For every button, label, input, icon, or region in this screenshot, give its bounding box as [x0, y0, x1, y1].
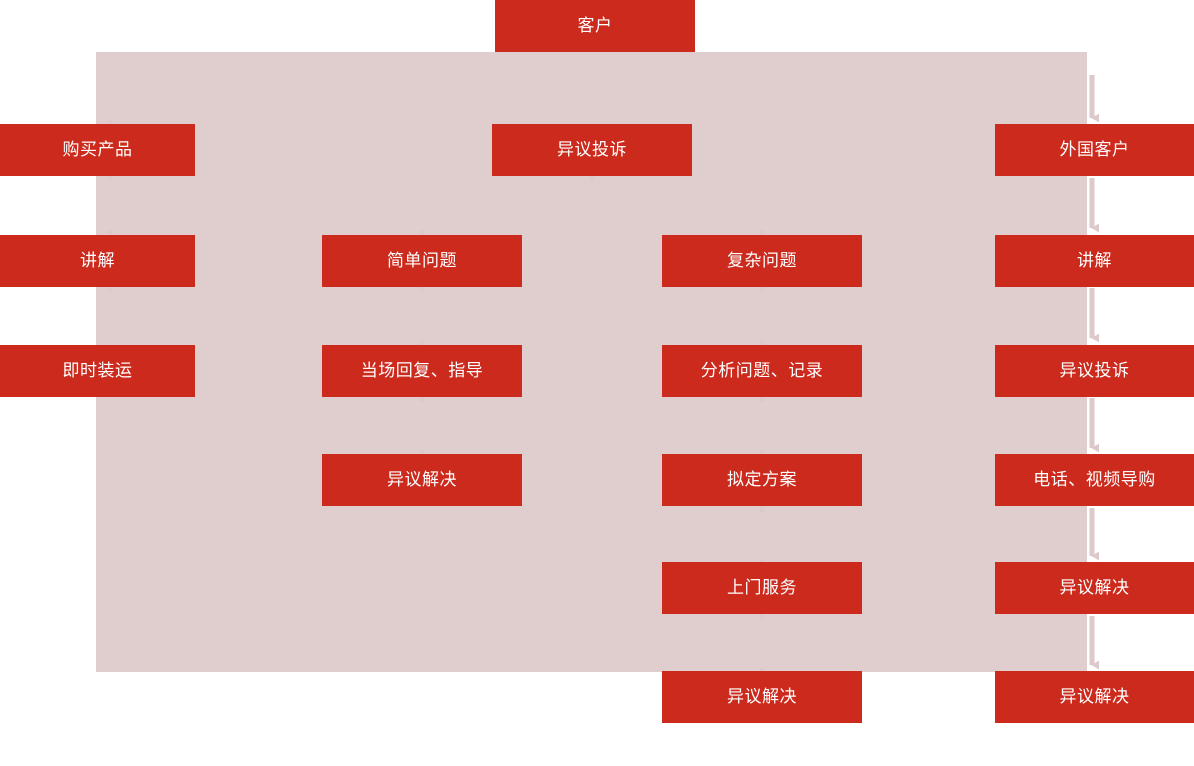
node-label: 上门服务	[727, 577, 797, 597]
node-label: 异议解决	[1059, 686, 1130, 706]
node-label: 异议投诉	[1059, 360, 1130, 380]
node-label: 电话、视频导购	[1033, 469, 1156, 489]
node-door-to-door-service[interactable]: 上门服务	[662, 562, 862, 614]
node-label: 外国客户	[1059, 139, 1130, 159]
node-label: 分析问题、记录	[700, 360, 824, 380]
node-objection-resolved-foreign-last[interactable]: 异议解决	[995, 671, 1194, 723]
node-label: 讲解	[1077, 250, 1112, 270]
node-label: 异议解决	[387, 469, 457, 489]
node-label: 复杂问题	[727, 250, 797, 270]
node-objection-resolved-simple[interactable]: 异议解决	[322, 454, 522, 506]
node-foreign-customer[interactable]: 外国客户	[995, 124, 1194, 176]
node-explain-right[interactable]: 讲解	[995, 235, 1194, 287]
node-draft-plan[interactable]: 拟定方案	[662, 454, 862, 506]
node-label: 购买产品	[62, 139, 133, 159]
node-objection-resolved-foreign-mid[interactable]: 异议解决	[995, 562, 1194, 614]
node-label: 讲解	[80, 250, 115, 270]
node-objection-resolved-complex[interactable]: 异议解决	[662, 671, 862, 723]
node-simple-problem[interactable]: 简单问题	[322, 235, 522, 287]
node-immediate-shipping[interactable]: 即时装运	[0, 345, 195, 397]
node-label: 客户	[577, 15, 613, 35]
node-label: 异议投诉	[557, 139, 627, 159]
node-label: 即时装运	[62, 360, 133, 380]
node-label: 简单问题	[387, 250, 457, 270]
node-objection-complaint-right[interactable]: 异议投诉	[995, 345, 1194, 397]
node-objection-complaint-top[interactable]: 异议投诉	[492, 124, 692, 176]
node-complex-problem[interactable]: 复杂问题	[662, 235, 862, 287]
node-phone-video-shopping[interactable]: 电话、视频导购	[995, 454, 1194, 506]
node-explain-left[interactable]: 讲解	[0, 235, 195, 287]
node-label: 异议解决	[727, 686, 797, 706]
node-label: 拟定方案	[727, 469, 797, 489]
node-buy-product[interactable]: 购买产品	[0, 124, 195, 176]
node-customer[interactable]: 客户	[495, 0, 695, 52]
node-analyze-record[interactable]: 分析问题、记录	[662, 345, 862, 397]
node-label: 当场回复、指导	[360, 360, 484, 380]
node-onsite-reply-guide[interactable]: 当场回复、指导	[322, 345, 522, 397]
node-label: 异议解决	[1059, 577, 1130, 597]
